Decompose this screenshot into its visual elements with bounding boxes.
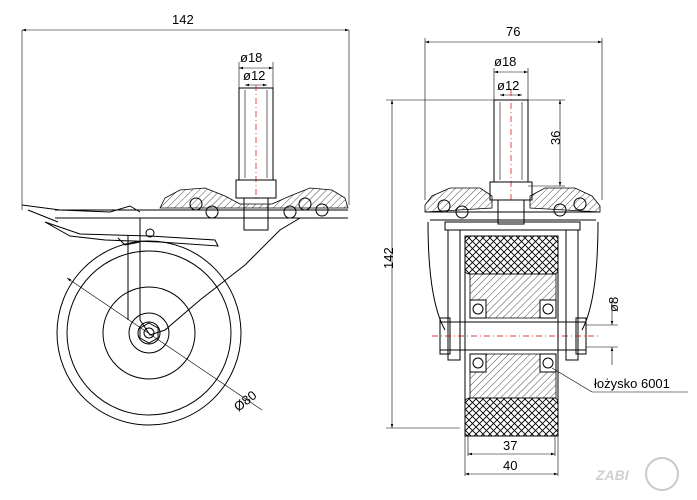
front-tread-outer-label: 40 xyxy=(503,458,517,473)
front-fork xyxy=(427,221,599,361)
front-stem-outer-label: ø18 xyxy=(494,54,516,69)
front-width-label: 76 xyxy=(506,24,520,39)
side-fork xyxy=(127,217,301,336)
side-wheel xyxy=(56,240,242,426)
front-wheel xyxy=(464,235,559,437)
front-total-height-label: 142 xyxy=(381,247,396,269)
zabi-logo: ZABI xyxy=(595,457,679,491)
front-axle xyxy=(432,317,598,355)
side-stem-inner-label: ø12 xyxy=(243,68,265,83)
front-top-plate xyxy=(424,187,601,231)
front-axle-dimension: ø8 xyxy=(586,297,621,365)
front-bearing-label: łożysko 6001 xyxy=(594,376,670,391)
front-stem-height-dimension: 36 xyxy=(528,99,565,187)
front-bearing-callout: łożysko 6001 xyxy=(551,367,688,393)
logo-text: ZABI xyxy=(595,467,630,483)
front-total-height-dimension: 142 xyxy=(381,99,494,429)
front-tread-inner-label: 37 xyxy=(503,438,517,453)
side-view: 142 ø18 ø12 xyxy=(21,12,350,426)
side-stem xyxy=(235,85,277,231)
front-width-dimension: 76 xyxy=(424,24,603,200)
front-bearings xyxy=(469,299,557,373)
side-stem-outer-label: ø18 xyxy=(240,50,262,65)
side-width-dimension: 142 xyxy=(21,12,350,210)
side-top-plate xyxy=(55,187,349,219)
front-stem-height-label: 36 xyxy=(548,131,563,145)
front-axle-label: ø8 xyxy=(606,297,621,312)
front-stem-inner-label: ø12 xyxy=(497,78,519,93)
front-stem-dimensions: ø18 ø12 xyxy=(493,54,529,100)
front-tread-dimensions: 37 40 xyxy=(464,436,559,476)
front-stem xyxy=(489,90,533,225)
side-width-label: 142 xyxy=(172,12,194,27)
side-brake-lever xyxy=(21,204,219,247)
front-view: 76 ø18 ø12 36 142 xyxy=(381,24,688,476)
